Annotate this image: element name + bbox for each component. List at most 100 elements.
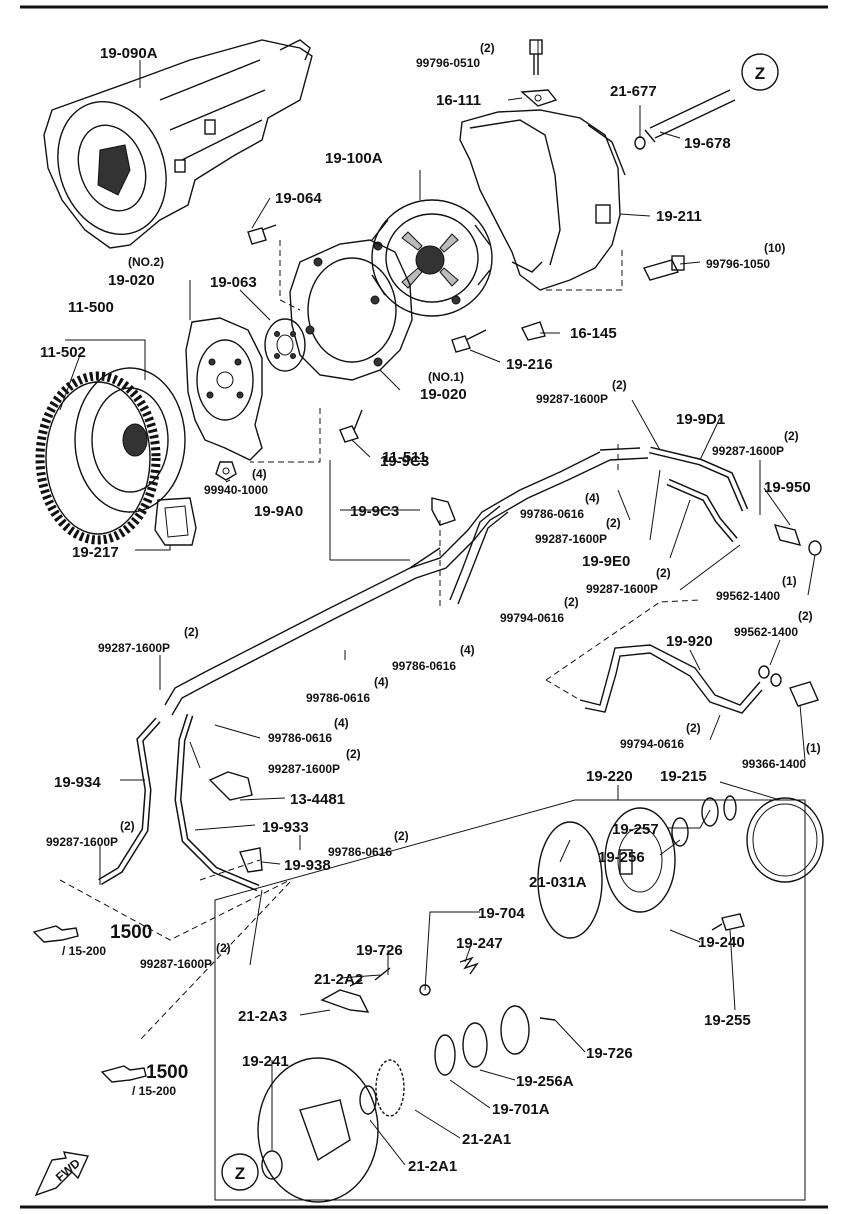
label-19-9c3: 19-9C3 [350,503,399,520]
label-99794-0616-b: 99794-0616 [620,737,684,751]
qty-99366-1400: (1) [806,741,821,755]
pump-cover-19-241 [257,1057,379,1203]
label-19-704: 19-704 [478,905,525,922]
ring-gear-11-502 [35,371,161,545]
vane-21-2a3 [320,989,370,1013]
qty-99287-1600p-e: (2) [184,625,199,639]
dashed-leader-6 [545,599,701,681]
label-19-211: 19-211 [656,208,702,225]
dashed-leader-9 [139,881,291,1041]
qty-99940-1000: (4) [252,467,267,481]
qty-99562-1400-b: (2) [798,609,813,623]
label-19-9c3-top: 19-9C3 [380,453,429,470]
z-marker-top [741,53,779,91]
qty-99287-1600p-f: (2) [346,747,361,761]
label-99366-1400: 99366-1400 [742,757,806,771]
qty-99287-1600p-h: (2) [216,941,231,955]
pipe-19-920 [579,644,763,714]
label-11-500: 11-500 [68,299,114,316]
label-99786-0616-b: 99786-0616 [392,659,456,673]
label-99287-1600p-e: 99287-1600P [98,641,170,655]
hose-19-933 [174,713,260,892]
ring-19-701a [434,1034,456,1076]
label-99786-0616-d: 99786-0616 [268,731,332,745]
drive-plate-no1 [289,239,413,381]
dashed-leader-8 [59,879,291,941]
spring-19-247 [459,956,479,975]
label-19-256a: 19-256A [516,1073,574,1090]
converter-housing [459,109,626,291]
label-19-247: 19-247 [456,935,503,952]
label-19-020-no1: 19-020 [420,386,467,403]
label-19-215: 19-215 [660,768,707,785]
pointing-hand-icon [32,925,79,943]
qty-99794-0616-b: (2) [686,721,701,735]
label-19-726-top: 19-726 [356,942,403,959]
label-99287-1600p-a: 99287-1600P [536,392,608,406]
label-19-241: 19-241 [242,1053,289,1070]
label-99287-1600p-c: 99287-1600P [535,532,607,546]
label-99786-0616-a: 99786-0616 [520,507,584,521]
torque-converter [371,199,493,317]
bolt-19-064 [247,224,277,245]
label-99287-1600p-h: 99287-1600P [140,957,212,971]
dashed-leader-2 [250,408,321,463]
dashed-leader-3 [540,250,623,291]
label-19-257: 19-257 [612,821,659,838]
dashed-leader-1 [279,240,301,311]
label-16-111: 16-111 [436,92,481,109]
bolt-11-511 [339,409,363,443]
label-19-9a0: 19-9A0 [254,503,303,520]
label-99786-0616-e: 99786-0616 [328,845,392,859]
qty-99786-0616-d: (4) [334,716,349,730]
label-11-511: 11-511 [382,449,427,466]
dashed-leader-7 [545,679,581,701]
bolt-99796-0510 [529,39,543,75]
z-marker-top-label: Z [755,64,765,83]
label-99287-1600p-b: 99287-1600P [712,444,784,458]
stator-19-726 [500,1005,556,1055]
label-19-240: 19-240 [698,934,745,951]
connector-19-950 [773,524,822,556]
clamp-16-145 [521,321,546,341]
union-bolt-99366-1400 [758,665,819,707]
label-19-217: 19-217 [72,544,119,561]
qty-99786-0616-e: (2) [394,829,409,843]
plate-16-111 [520,89,558,107]
label-19-678: 19-678 [684,135,731,152]
oring-19-256a [462,1022,488,1068]
label-19-090a: 19-090A [100,45,158,62]
fwd-arrow-icon [34,1151,90,1197]
qty-99796-0510: (2) [480,41,495,55]
label-13-4481: 13-4481 [290,791,345,808]
label-99287-1600p-g: 99287-1600P [46,835,118,849]
qty-99287-1600p-a: (2) [612,378,627,392]
label-19-216: 19-216 [506,356,553,373]
oring-21-031a [537,821,603,939]
qty-99786-0616-b: (4) [460,643,475,657]
label-99794-0616-a: 99794-0616 [500,611,564,625]
ref-page-a: / 15-200 [62,944,106,958]
drive-plate-no2 [185,317,263,461]
oil-seal-19-241 [261,1150,283,1180]
label-99786-0616-c: 99786-0616 [306,691,370,705]
label-19-701a: 19-701A [492,1101,550,1118]
qty-99287-1600p-b: (2) [784,429,799,443]
bolt-99796-1050 [642,255,685,281]
z-marker-bottom-label: Z [235,1164,245,1183]
label-21-2a3: 21-2A3 [238,1008,287,1025]
gasket-19-217 [154,497,197,546]
transmission-assembly [43,39,313,249]
clamp-13-4481 [208,771,253,801]
label-99796-1050: 99796-1050 [706,257,770,271]
ref-1500-a: 1500 [110,922,152,943]
label-21-031a: 21-031A [529,874,587,891]
label-21-2a1-b: 21-2A1 [408,1158,457,1175]
label-11-502: 11-502 [40,344,86,361]
fwd-label: FWD [53,1156,83,1185]
label-19-9e0: 19-9E0 [582,553,630,570]
label-19-063: 19-063 [210,274,257,291]
bolt-19-255 [711,913,745,931]
